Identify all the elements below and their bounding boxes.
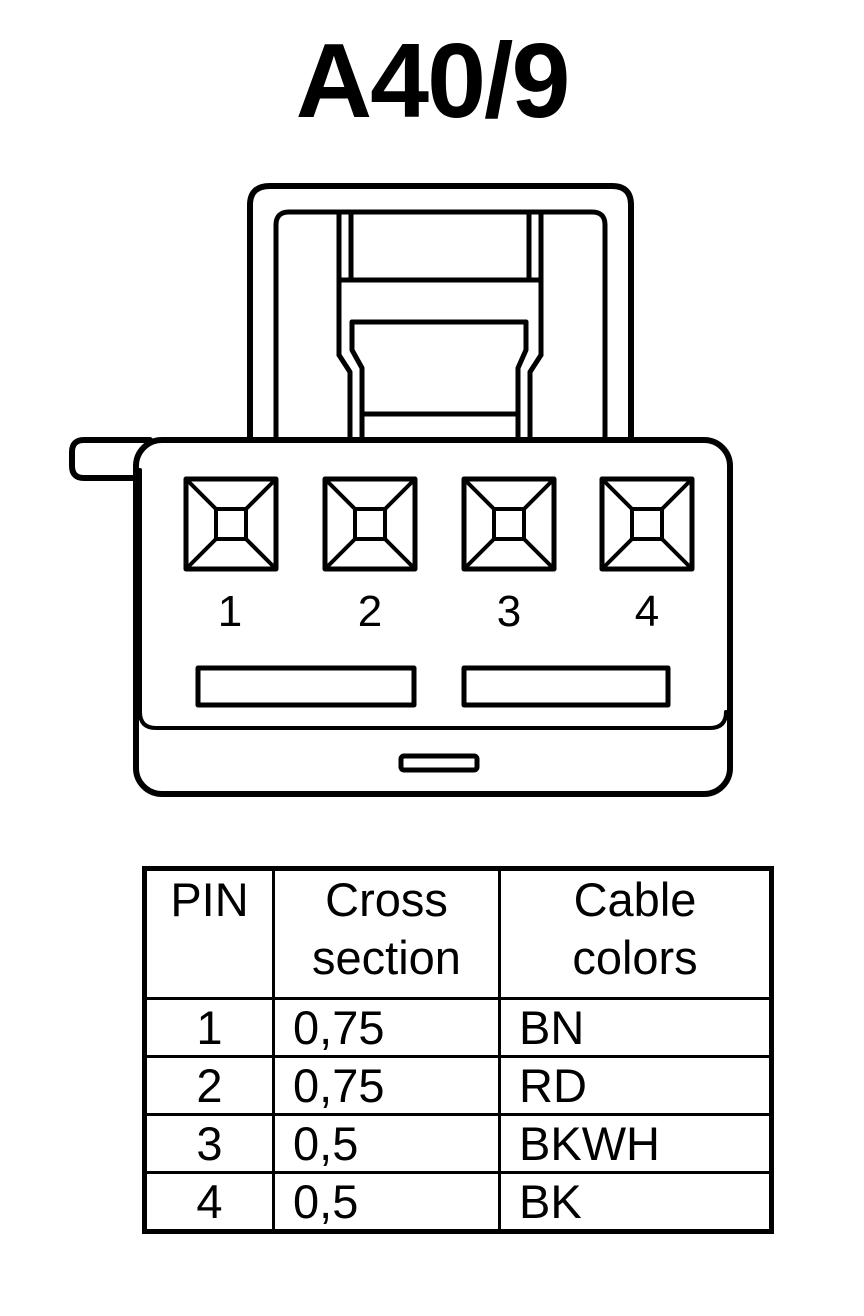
connector-latch (247, 183, 634, 443)
table-row: 2 0,75 RD (143, 1055, 773, 1116)
cell-cross-section: 0,75 (272, 997, 501, 1058)
pin-cavity-4 (599, 476, 695, 572)
pin-label-1: 1 (218, 587, 242, 636)
pin-cavity-1 (183, 476, 279, 572)
cell-pin: 2 (143, 1055, 275, 1116)
pin-cavities (183, 476, 695, 572)
cell-cross-section: 0,75 (272, 1055, 501, 1116)
pin-label-3: 3 (497, 587, 521, 636)
connector-title: A40/9 (295, 22, 571, 140)
table-row: 1 0,75 BN (143, 997, 773, 1058)
table-row: 3 0,5 BKWH (143, 1113, 773, 1174)
header-pin: PIN (143, 867, 275, 1000)
header-cross-section: Cross section (272, 867, 501, 1000)
pin-assignment-table: PIN Cross section Cable colors 1 0,75 BN… (142, 866, 774, 1234)
connector-face-outline (138, 468, 728, 730)
table-row: 4 0,5 BK (143, 1171, 773, 1233)
cell-cable-color: BK (498, 1171, 773, 1233)
bottom-notch (398, 753, 480, 773)
cell-pin: 1 (143, 997, 275, 1058)
cell-pin: 3 (143, 1113, 275, 1174)
pin-label-4: 4 (635, 587, 659, 636)
pin-cavity-2 (322, 476, 418, 572)
cell-pin: 4 (143, 1171, 275, 1233)
cell-cross-section: 0,5 (272, 1171, 501, 1233)
pin-cavity-3 (461, 476, 557, 572)
pin-label-2: 2 (358, 587, 382, 636)
table-header-row: PIN Cross section Cable colors (143, 867, 773, 1000)
cell-cable-color: BKWH (498, 1113, 773, 1174)
cell-cable-color: RD (498, 1055, 773, 1116)
cell-cable-color: BN (498, 997, 773, 1058)
cell-cross-section: 0,5 (272, 1113, 501, 1174)
connector-drawing: 1 2 3 4 (69, 183, 733, 797)
lower-slot-right (461, 665, 671, 708)
side-tab (69, 437, 153, 481)
header-cable-colors: Cable colors (498, 867, 773, 1000)
lower-slot-left (195, 665, 417, 708)
